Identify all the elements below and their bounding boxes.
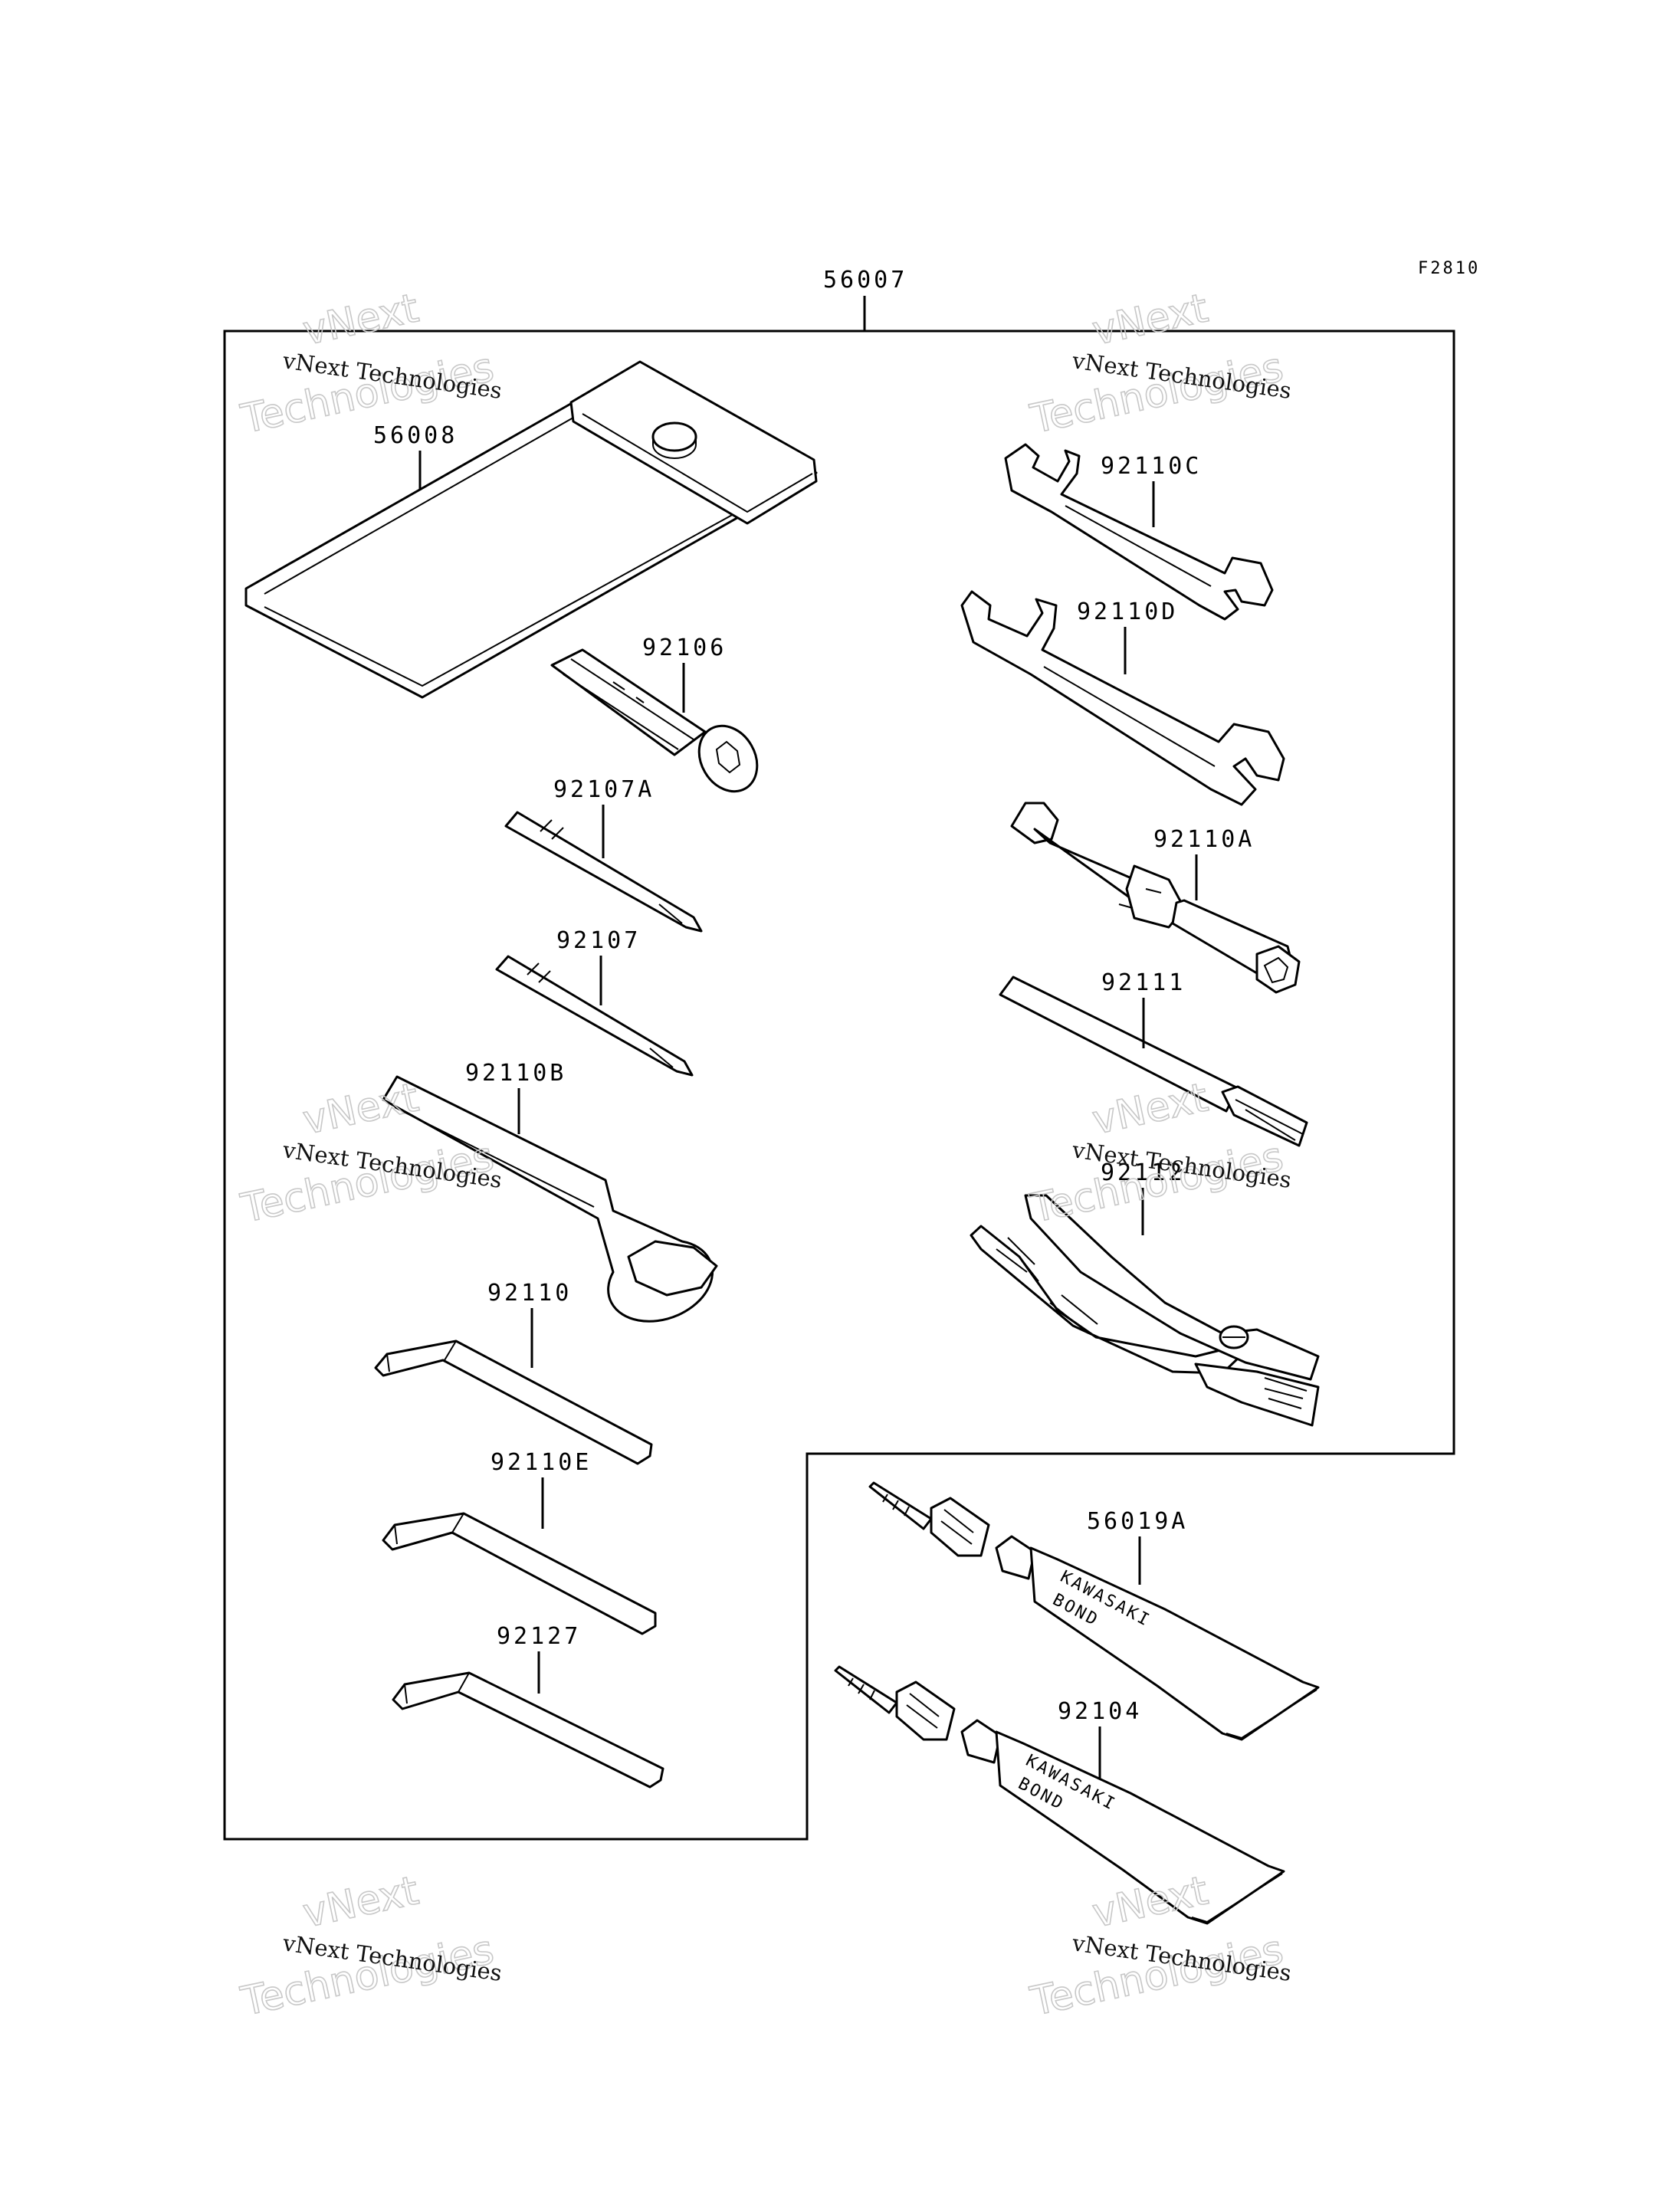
hex-key-e[interactable] [382, 1512, 657, 1635]
open-end-wrench-d[interactable] [960, 590, 1285, 806]
spark-plug-wrench[interactable] [1010, 802, 1301, 994]
tool-bag[interactable] [244, 360, 818, 699]
svg-text:vNext: vNext [299, 1074, 422, 1143]
svg-text:vNext: vNext [1088, 1867, 1212, 1936]
watermark-mid-left: vNext Technologies vNext Technologies [236, 1074, 504, 1233]
socket-adapter[interactable] [550, 648, 769, 802]
open-end-wrench-c[interactable] [1004, 443, 1274, 621]
part-label-92107A[interactable]: 92107A [553, 776, 655, 803]
hex-key-short[interactable] [392, 1671, 664, 1789]
svg-text:vNext: vNext [299, 1867, 422, 1936]
screwdriver-bit[interactable] [495, 955, 694, 1077]
part-label-92110A[interactable]: 92110A [1153, 826, 1255, 853]
part-label-56008[interactable]: 56008 [373, 422, 458, 449]
watermark-top-right: vNext Technologies vNext Technologies [1025, 285, 1293, 444]
part-label-92110E[interactable]: 92110E [491, 1449, 592, 1476]
part-label-92112[interactable]: 92112 [1101, 1159, 1185, 1186]
svg-text:vNext: vNext [1088, 285, 1212, 354]
part-label-92106[interactable]: 92106 [642, 635, 727, 661]
svg-text:vNext: vNext [299, 285, 422, 354]
watermark-bottom-left: vNext Technologies vNext Technologies [236, 1867, 504, 2026]
part-label-92127[interactable]: 92127 [497, 1623, 581, 1650]
part-label-92111[interactable]: 92111 [1101, 969, 1186, 996]
part-label-92110[interactable]: 92110 [487, 1280, 572, 1307]
hex-key[interactable] [374, 1340, 653, 1465]
pliers[interactable] [970, 1194, 1320, 1427]
svg-text:vNext: vNext [1088, 1074, 1212, 1143]
part-label-92110C[interactable]: 92110C [1101, 453, 1202, 480]
ring-spanner[interactable] [382, 1075, 718, 1323]
part-label-92104[interactable]: 92104 [1058, 1698, 1142, 1725]
screwdriver-bit-a[interactable] [504, 811, 703, 933]
bond-tube[interactable]: KAWASAKI BOND [834, 1665, 1285, 1925]
part-label-92110B[interactable]: 92110B [465, 1060, 566, 1087]
part-label-92110D[interactable]: 92110D [1077, 598, 1178, 625]
part-label-92107[interactable]: 92107 [556, 927, 641, 954]
watermark-top-left: vNext Technologies vNext Technologies [236, 285, 504, 444]
extension-bar[interactable] [999, 976, 1308, 1147]
part-label-56019A[interactable]: 56019A [1087, 1508, 1188, 1535]
kit-outline [223, 330, 1455, 1841]
assembly-label[interactable]: 56007 [823, 267, 907, 293]
figure-ref: F2810 [1418, 259, 1480, 278]
